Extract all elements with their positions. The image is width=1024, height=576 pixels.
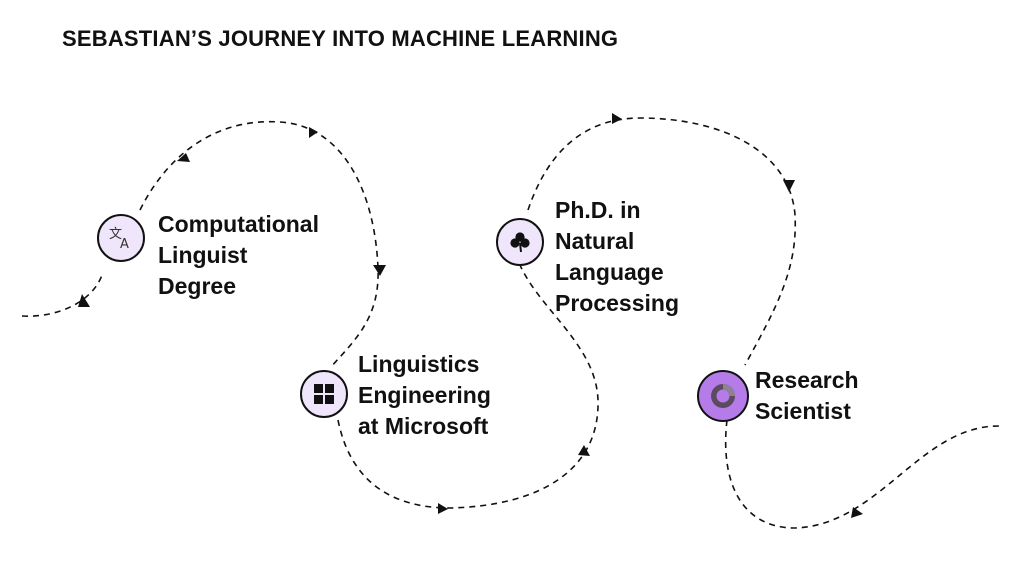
direction-arrow <box>177 153 190 162</box>
journey-path-3 <box>337 264 599 509</box>
translate-icon: 文 A <box>109 227 129 252</box>
journey-path-2 <box>139 120 379 369</box>
milestone-node: 文 A <box>97 214 145 262</box>
direction-arrow <box>578 445 590 456</box>
milestone-node <box>697 370 749 422</box>
direction-arrow <box>438 503 448 514</box>
milestone-label: Research Scientist <box>755 367 859 424</box>
shamrock-icon <box>510 232 530 253</box>
journey-path-4 <box>527 117 797 366</box>
page-title: SEBASTIAN’S JOURNEY INTO MACHINE LEARNIN… <box>62 26 619 51</box>
direction-arrow <box>612 113 622 124</box>
direction-arrow <box>783 180 795 192</box>
milestone-node <box>496 218 544 266</box>
direction-arrow <box>309 127 318 138</box>
direction-arrow <box>78 294 90 307</box>
direction-arrow <box>851 507 863 518</box>
milestone-label: Computational Linguist Degree <box>158 211 319 299</box>
windows-logo-icon <box>314 384 334 404</box>
milestone-label: Ph.D. in Natural Language Processing <box>555 197 679 316</box>
journey-path-5 <box>724 419 1001 529</box>
milestone-node <box>300 370 348 418</box>
svg-text:文: 文 <box>109 227 122 242</box>
milestone-label: Linguistics Engineering at Microsoft <box>358 351 491 439</box>
direction-arrow <box>373 265 386 276</box>
journey-path-1 <box>21 271 104 317</box>
swirl-logo-icon <box>711 384 735 408</box>
svg-text:A: A <box>120 237 129 252</box>
